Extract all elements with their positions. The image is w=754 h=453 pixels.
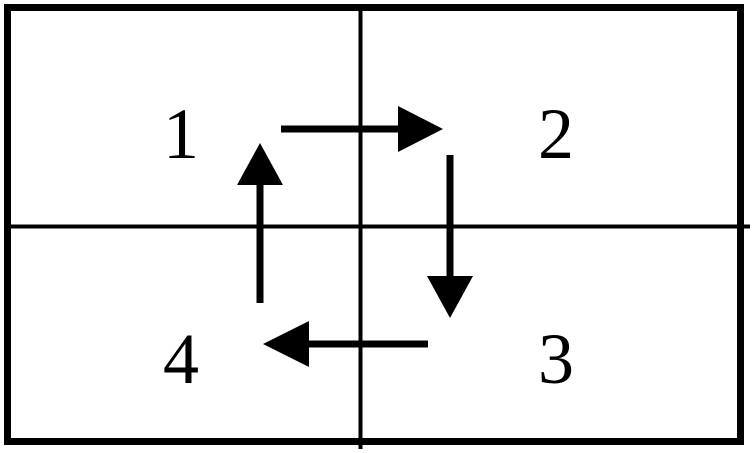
arrow-4-to-1 [237,143,283,303]
arrow-1-to-2 [281,106,443,152]
quadrant-label-3: 3 [538,319,574,399]
quadrant-label-4: 4 [163,319,199,399]
quadrant-label-1: 1 [163,94,199,174]
arrow-3-to-4 [263,321,428,367]
arrow-4-to-1-head [237,143,283,185]
arrow-2-to-3-head [427,276,473,318]
arrow-2-to-3 [427,155,473,318]
arrow-3-to-4-head [263,321,309,367]
quadrant-label-2: 2 [538,94,574,174]
arrow-1-to-2-head [398,106,443,152]
